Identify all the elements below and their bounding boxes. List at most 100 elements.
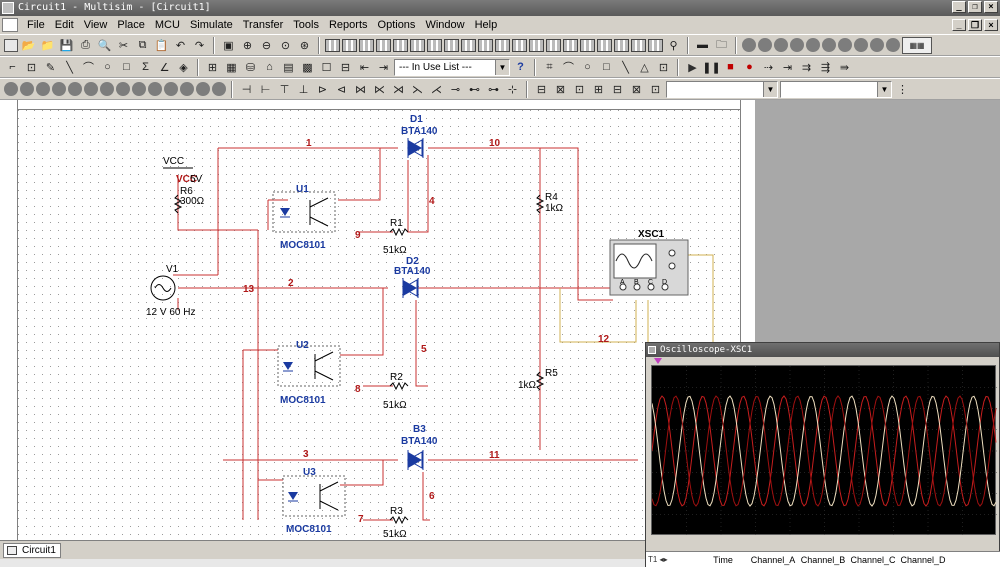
instrument-button-5[interactable] [806,38,820,52]
component-button-5[interactable] [68,82,82,96]
rect-tool-icon[interactable]: □ [603,61,610,73]
cut-icon[interactable]: ✂ [118,39,129,52]
menu-mcu[interactable]: MCU [154,19,180,31]
instrument-button-3[interactable] [774,38,788,52]
instrument-button-9[interactable] [870,38,884,52]
database-icon[interactable]: ⛁ [245,61,256,74]
paste-icon[interactable]: 📋 [154,39,169,52]
optocoupler-u1[interactable]: U1 MOC8101 [272,184,336,251]
zoom-in-icon[interactable]: ⊕ [242,39,253,52]
arc-icon[interactable]: ⌒ [83,62,94,74]
net-dropdown-1[interactable]: ▼ [666,80,778,98]
step-icon-1[interactable]: ⇢ [763,61,774,74]
scroll-icon[interactable]: ⋮ [897,83,908,96]
instrument-button-7[interactable] [838,38,852,52]
wire-icon-2[interactable]: ⊢ [260,83,271,96]
diode-component-icon[interactable] [359,38,374,52]
comment-tool-icon[interactable]: ⊡ [658,61,669,74]
oscilloscope-title-bar[interactable]: Oscilloscope-XSC1 [646,343,999,357]
triac-b3[interactable]: B3 BTA140 [401,424,438,470]
instrument-button-1[interactable] [742,38,756,52]
component-button-8[interactable] [116,82,130,96]
instruments-panel-icon[interactable]: ▦▦ [902,36,932,54]
in-use-list-dropdown[interactable]: --- In Use List --- ▼ [394,58,510,76]
resistor-r1[interactable]: R1 51kΩ [383,218,409,256]
line-icon[interactable]: ╲ [66,61,73,74]
menu-window[interactable]: Window [425,19,465,31]
chevron-down-icon[interactable]: ▼ [495,59,509,75]
circle-tool-icon[interactable]: ○ [584,61,591,73]
wire-icon-11[interactable]: ⋌ [431,83,442,96]
mdi-close-button[interactable]: × [984,19,998,31]
minimize-button[interactable]: _ [952,1,966,13]
analog-component-icon[interactable] [393,38,408,52]
pause-simulation-icon[interactable]: ❚❚ [702,61,721,74]
optocoupler-u2[interactable]: U2 MOC8101 [277,340,341,406]
menu-file[interactable]: File [27,19,45,31]
layout-icon-1[interactable]: ⊟ [536,83,547,96]
menu-simulate[interactable]: Simulate [189,19,233,31]
instrument-button-8[interactable] [854,38,868,52]
rf-component-icon[interactable] [546,38,561,52]
wire-icon-5[interactable]: ⊳ [317,83,328,96]
document-icon[interactable] [2,18,18,32]
component-button-4[interactable] [52,82,66,96]
component-button-9[interactable] [132,82,146,96]
redo-icon[interactable]: ↷ [194,39,205,52]
menu-place[interactable]: Place [117,19,145,31]
open-folder-icon[interactable]: 📂 [21,39,36,52]
wire-icon-6[interactable]: ⊲ [336,83,347,96]
resistor-r3[interactable]: R3 51kΩ [383,506,409,540]
misc-component-icon[interactable] [512,38,527,52]
component-button-6[interactable] [84,82,98,96]
menu-view[interactable]: View [83,19,108,31]
wire-icon-1[interactable]: ⊣ [241,83,252,96]
print-preview-icon[interactable]: 🔍 [97,39,112,52]
trigger-marker-icon[interactable] [654,358,662,364]
undo-icon[interactable]: ↶ [175,39,186,52]
chevron-down-icon[interactable]: ▼ [763,81,777,97]
calculator-icon[interactable]: ▩ [302,61,313,74]
component-button-3[interactable] [36,82,50,96]
instrument-button-4[interactable] [790,38,804,52]
misc-digital-icon[interactable] [444,38,459,52]
component-button-11[interactable] [164,82,178,96]
instrument-icon[interactable]: 🗀 [716,38,727,51]
back-annotate-icon[interactable]: ⇤ [359,61,370,74]
resistor-r2[interactable]: R2 51kΩ [383,372,409,411]
component-button-2[interactable] [20,82,34,96]
optocoupler-u3[interactable]: U3 MOC8101 [282,467,346,535]
wire-icon-10[interactable]: ⋋ [412,83,423,96]
rectangle-icon[interactable]: □ [123,61,130,73]
horizontal-scrollbar[interactable] [0,559,645,567]
step-icon-2[interactable]: ⇥ [782,61,793,74]
mixed-component-icon[interactable] [461,38,476,52]
stop-simulation-icon[interactable]: ■ [727,61,734,73]
instrument-button-6[interactable] [822,38,836,52]
spreadsheet-icon[interactable]: ▦ [226,61,237,74]
open-sample-icon[interactable]: 📁 [40,39,55,52]
hierarchy-icon[interactable]: ⊞ [207,61,218,74]
text-icon[interactable]: ⊡ [26,61,37,74]
mdi-restore-button[interactable]: ❐ [968,19,982,31]
step-icon-5[interactable]: ⇛ [839,61,850,74]
copy-icon[interactable]: ⧉ [138,38,147,51]
cursor-controls[interactable]: T1 ◂▸ [648,555,668,564]
mcu-component-icon[interactable] [580,38,595,52]
resistor-r6[interactable]: R6 300Ω [173,186,205,214]
step-icon-3[interactable]: ⇉ [801,61,812,74]
basic-component-icon[interactable] [342,38,357,52]
step-icon-4[interactable]: ⇶ [820,61,831,74]
component-button-7[interactable] [100,82,114,96]
ac-source-v1[interactable]: V1 12 V 60 Hz [146,264,195,318]
component-button-14[interactable] [212,82,226,96]
menu-transfer[interactable]: Transfer [242,19,284,31]
mdi-minimize-button[interactable]: _ [952,19,966,31]
close-button[interactable]: × [984,1,998,13]
resistor-r5[interactable]: R5 1kΩ [518,368,558,391]
grapher-icon[interactable]: ▬ [697,39,708,51]
layout-icon-7[interactable]: ⊡ [650,83,661,96]
polygon-tool-icon[interactable]: △ [640,61,649,74]
schematic-canvas[interactable]: VCC VCC 5V R6 300Ω V1 12 V 60 Hz U1 MOC8… [18,110,740,540]
triac-d1[interactable]: D1 BTA140 [401,114,438,158]
